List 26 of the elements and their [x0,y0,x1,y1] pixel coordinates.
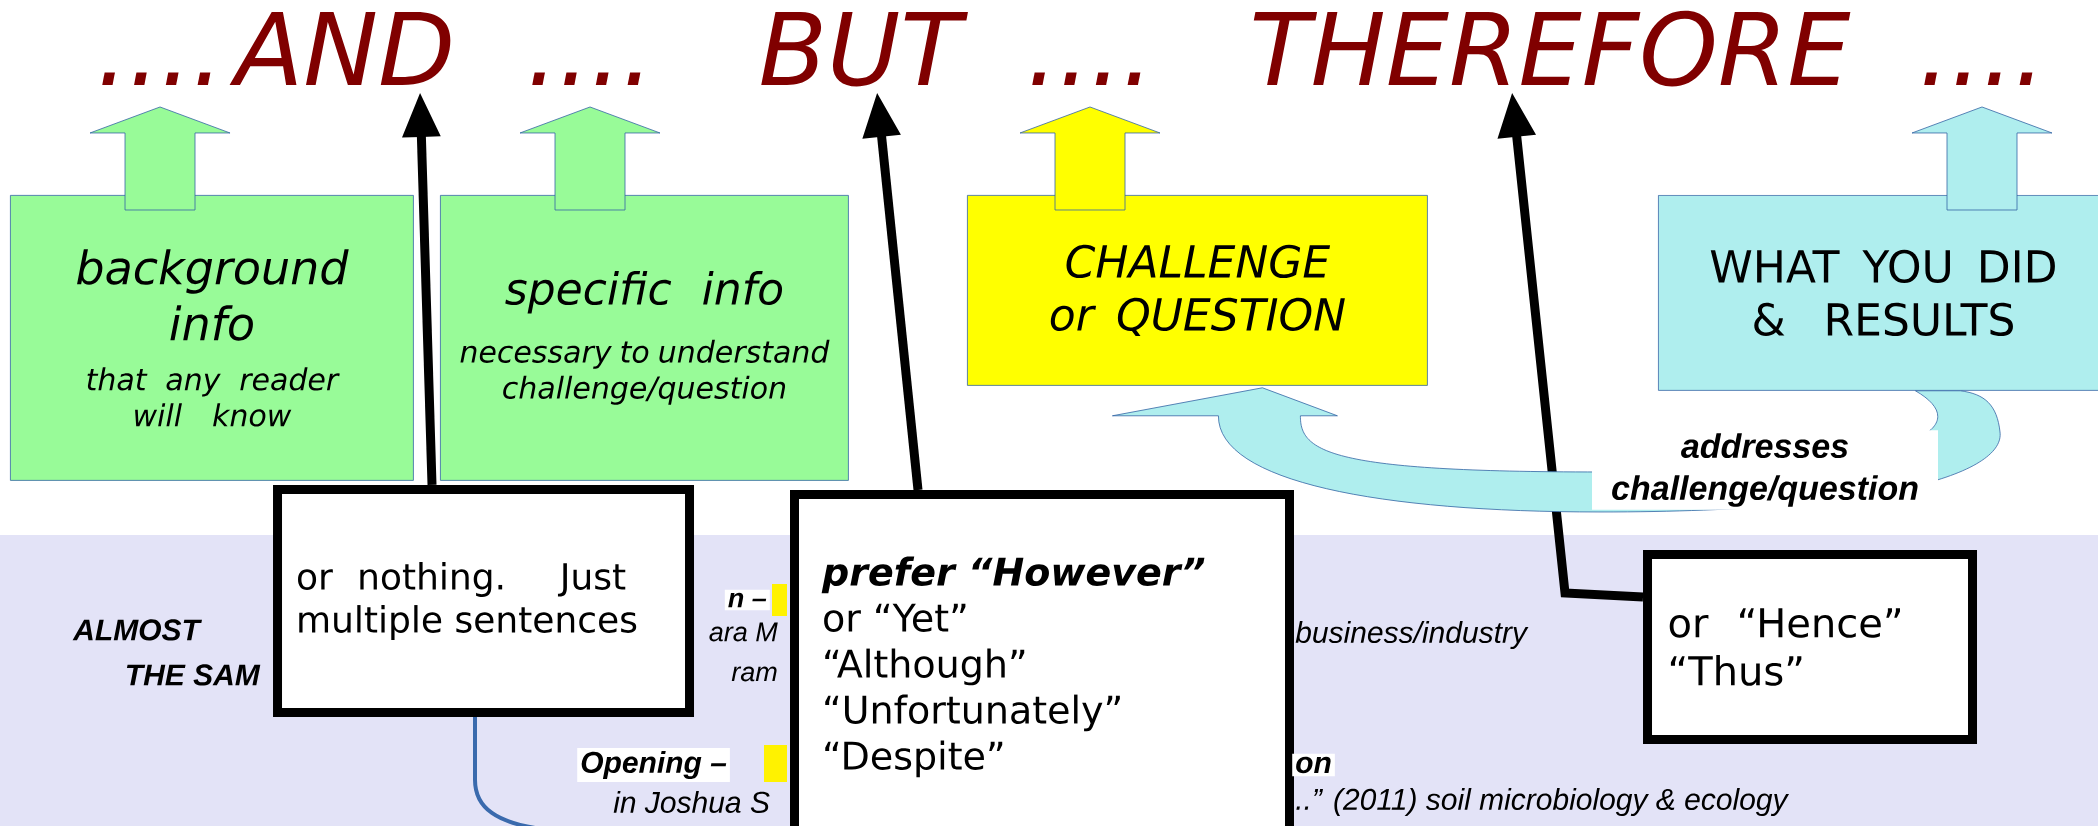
info-box: CHALLENGE or QUESTION [967,195,1428,386]
ellipsis: .... [532,72,641,85]
callout-box: or nothing. Just multiple sentences [273,485,694,717]
heading-word: BUT [761,12,968,87]
block-arrow [89,106,231,211]
info-box: specific info necessary to understand challenge/question [440,195,849,481]
info-box: background info that any reader will know [10,195,414,481]
reference-text: ara M [709,622,778,642]
callout-box: or “Hence” “Thus” [1643,550,1977,744]
heading-text: Opening – [577,748,730,782]
reference-text: ..” (2011) soil microbiology & ecology [1296,788,1790,816]
heading-word: THEREFORE [1253,10,1851,87]
edge-label: addresses challenge/question [1592,430,1938,510]
ellipsis: .... [1032,72,1141,85]
callout-box: prefer “However” or “Yet” “Although” “Unfortunately” “Despite” [790,490,1294,826]
reference-text: ram [731,666,777,682]
heading-word: AND [229,12,451,85]
info-box: WHAT YOU DID & RESULTS [1658,195,2098,391]
block-arrow [1911,106,2053,211]
block-arrow [519,106,661,211]
reference-text: in Joshua S [613,790,770,813]
ellipsis: .... [102,72,211,85]
heading-text: on [1292,753,1335,777]
block-arrow [1019,106,1161,211]
ellipsis: .... [1924,72,2033,85]
heading-text: ALMOST [72,619,202,641]
